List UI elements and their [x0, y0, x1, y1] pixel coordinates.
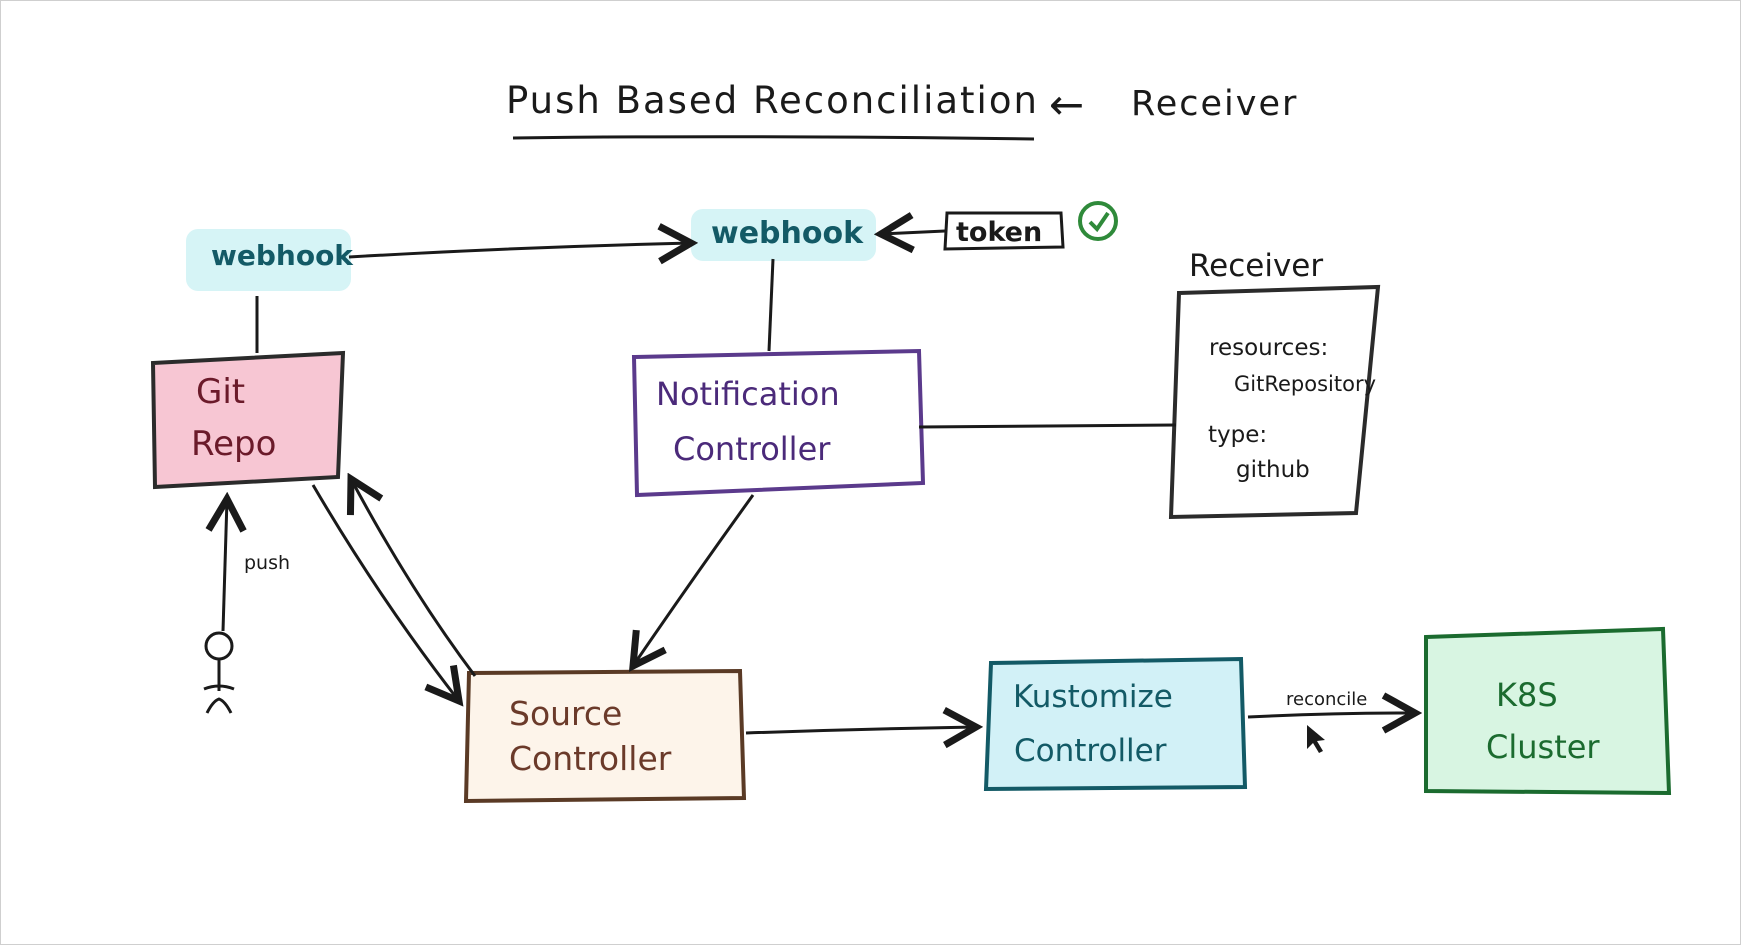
source-controller-node: Source Controller	[463, 668, 747, 804]
k8s-cluster-line1: K8S	[1496, 676, 1558, 714]
edge-webhook-notification	[767, 258, 775, 352]
receiver-resources-key: resources:	[1209, 335, 1328, 361]
check-mark-icon	[1088, 211, 1110, 233]
notification-controller-line1: Notification	[656, 375, 840, 413]
edge-push	[223, 499, 227, 632]
title-group: Push Based Reconciliation ← Receiver	[506, 79, 1298, 141]
git-repo-box	[150, 350, 346, 490]
receiver-type-value: github	[1236, 457, 1310, 483]
receiver-node: Receiver resources: GitRepository type: …	[1168, 248, 1381, 520]
token-box	[943, 211, 1065, 251]
notification-controller-line2: Controller	[673, 430, 831, 468]
user-figure-icon	[203, 631, 235, 714]
notification-controller-box	[631, 348, 926, 498]
git-repo-line2: Repo	[191, 424, 276, 464]
edge-push-label: push	[244, 552, 290, 574]
edge-source-to-kustomize	[745, 727, 976, 733]
git-repo-node: Git Repo	[150, 350, 346, 490]
edge-notification-receiver	[918, 423, 1177, 429]
receiver-heading: Receiver	[1189, 248, 1323, 284]
git-repo-line1: Git	[196, 372, 245, 412]
title-suffix: Receiver	[1131, 84, 1298, 124]
webhook-left-label: webhook	[211, 239, 354, 272]
edge-reconcile-label: reconcile	[1286, 689, 1367, 710]
mouse-cursor-icon	[1307, 725, 1325, 753]
kustomize-controller-line1: Kustomize	[1013, 679, 1173, 715]
check-circle-icon	[1078, 201, 1118, 241]
source-controller-line1: Source	[509, 694, 622, 733]
edge-webhook-to-webhook	[348, 243, 691, 257]
kustomize-controller-node: Kustomize Controller	[983, 656, 1248, 792]
k8s-cluster-node: K8S Cluster	[1424, 626, 1672, 796]
edge-source-to-gitrepo	[351, 479, 477, 677]
webhook-right-node: webhook	[691, 209, 876, 261]
k8s-cluster-box	[1424, 626, 1672, 796]
kustomize-controller-box	[983, 656, 1248, 792]
webhook-left-highlight	[186, 229, 351, 291]
edge-notification-to-source	[633, 494, 755, 666]
title-main: Push Based Reconciliation	[506, 79, 1039, 122]
receiver-box	[1168, 284, 1381, 520]
title-arrow: ←	[1049, 80, 1084, 129]
source-controller-line2: Controller	[509, 739, 672, 778]
source-controller-box	[463, 668, 747, 804]
edge-gitrepo-to-source	[311, 484, 459, 701]
token-label: token	[956, 217, 1042, 248]
receiver-resources-value: GitRepository	[1234, 372, 1376, 396]
edge-token-to-webhook	[881, 231, 946, 234]
webhook-right-highlight	[691, 209, 876, 261]
webhook-right-label: webhook	[711, 216, 864, 251]
webhook-left-node: webhook	[186, 229, 354, 291]
notification-controller-node: Notification Controller	[631, 348, 926, 498]
title-underline	[512, 135, 1035, 141]
k8s-cluster-line2: Cluster	[1486, 728, 1600, 766]
edge-kustomize-to-k8s	[1247, 713, 1415, 717]
receiver-type-key: type:	[1208, 422, 1267, 448]
token-node: token	[943, 201, 1118, 251]
kustomize-controller-line2: Controller	[1014, 733, 1167, 769]
edges-group	[223, 231, 1415, 733]
